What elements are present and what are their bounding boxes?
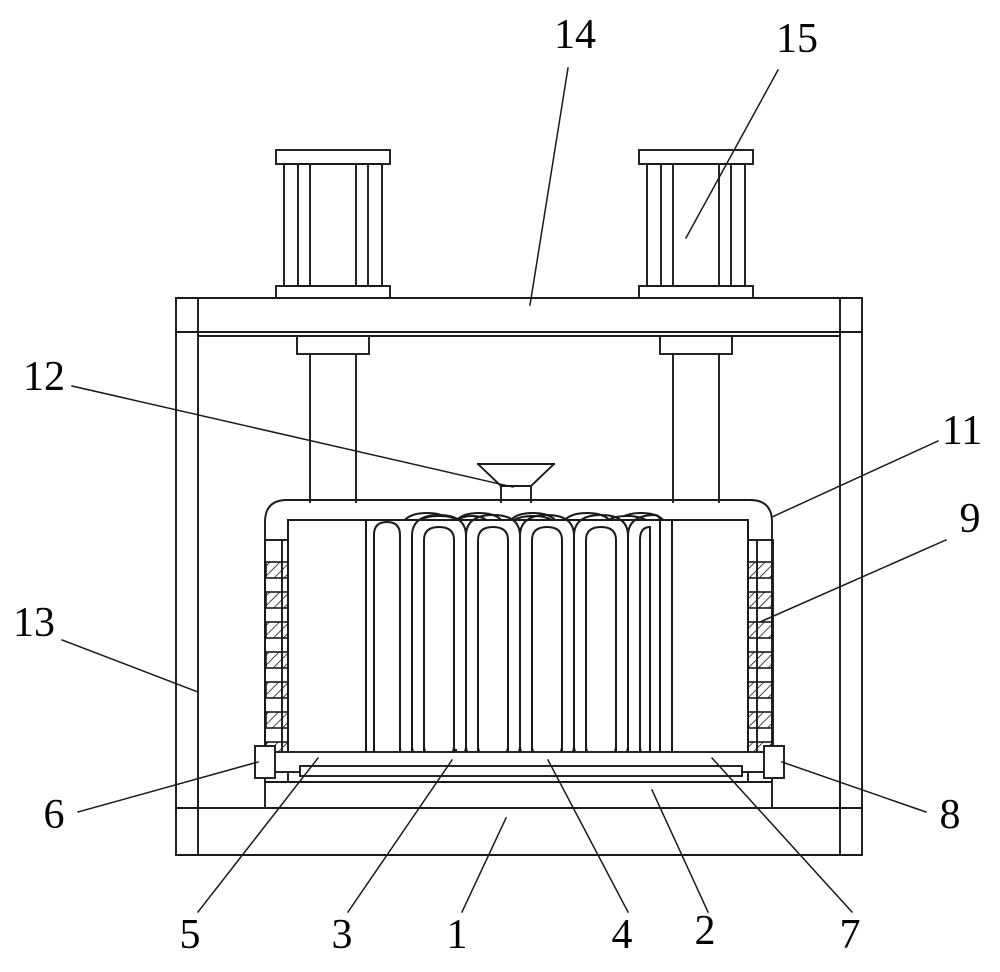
reference-numerals: 14 15 12 11 9 13 6 8 5 3 1 4 2 7: [13, 12, 982, 958]
coil-ribbon: [287, 513, 749, 764]
ref-numeral-7: 7: [840, 912, 861, 958]
outer-frame: [175, 297, 863, 856]
ref-numeral-11: 11: [942, 408, 982, 454]
bracket-right-8: [763, 745, 785, 779]
base-ticks: [197, 781, 841, 809]
ref-numeral-15: 15: [776, 16, 818, 62]
leader-4: [546, 758, 630, 914]
leader-9: [759, 539, 947, 623]
ref-numeral-13: 13: [13, 600, 55, 646]
ref-numeral-8: 8: [940, 792, 961, 838]
leader-13: [61, 639, 199, 693]
ref-numeral-4: 4: [612, 912, 633, 958]
feed-funnel: [476, 462, 556, 503]
leader-14: [529, 67, 569, 306]
leader-1: [461, 817, 507, 913]
upper-cylinder-right: [638, 149, 754, 299]
bracket-left-6: [254, 745, 276, 779]
leader-6: [77, 761, 259, 813]
ref-numeral-14: 14: [554, 12, 596, 58]
leader-8: [781, 761, 927, 813]
ref-numeral-6: 6: [44, 792, 65, 838]
ref-numeral-5: 5: [180, 912, 201, 958]
leader-15: [684, 68, 780, 240]
ref-numeral-2: 2: [695, 908, 716, 954]
drawing-geometry: [61, 67, 947, 914]
leader-lines: [61, 67, 947, 914]
ref-numeral-9: 9: [960, 496, 981, 542]
shaft-left: [296, 335, 370, 503]
upper-cylinder-left: [275, 149, 391, 299]
leader-12: [71, 385, 514, 488]
ref-numeral-3: 3: [332, 912, 353, 958]
shaft-right: [659, 335, 733, 503]
leader-5: [196, 756, 320, 914]
lower-crossbar: [272, 751, 770, 777]
ref-numeral-1: 1: [447, 912, 468, 958]
ref-numeral-12: 12: [23, 354, 65, 400]
leader-7: [710, 756, 854, 914]
leader-2: [651, 789, 709, 913]
leader-11: [771, 440, 939, 518]
leader-3: [346, 758, 454, 914]
